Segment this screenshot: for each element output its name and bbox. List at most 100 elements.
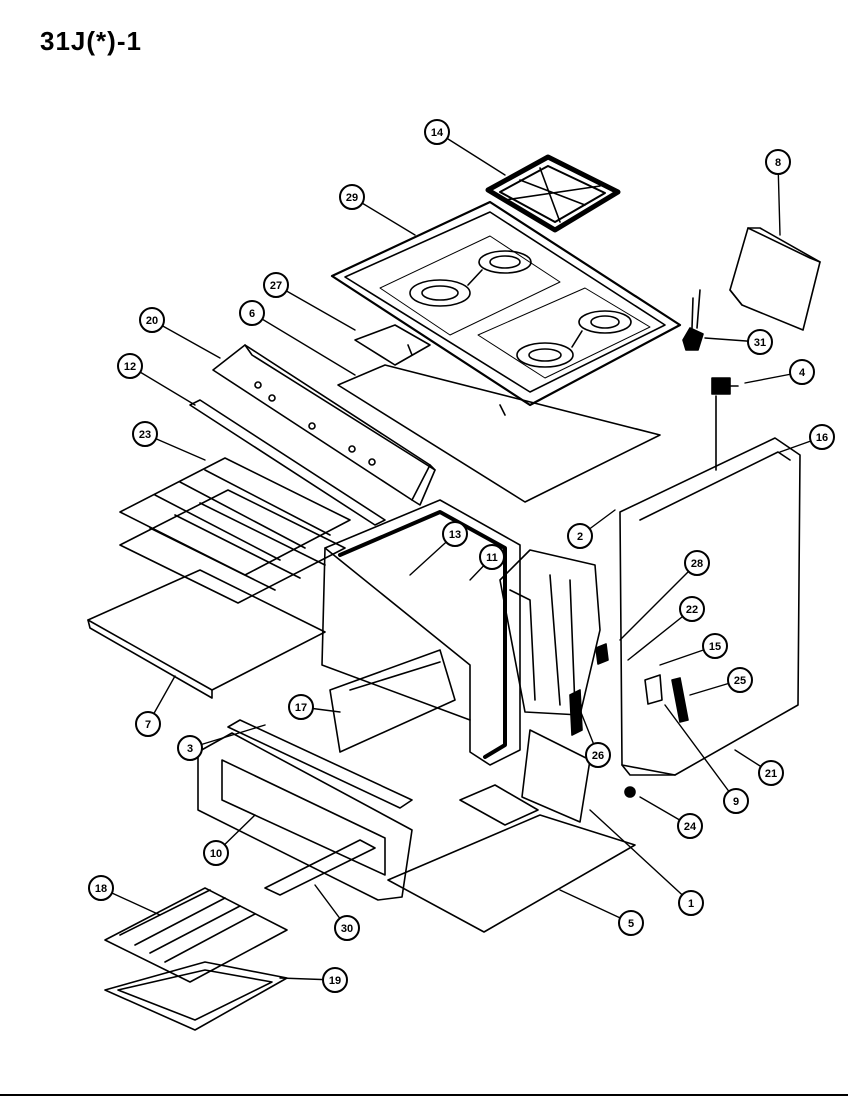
callout-leader-line [189,724,266,749]
callout-number: 15 [709,641,721,653]
callout-10: 10 [203,814,256,866]
callout-circle [702,633,728,659]
oven-racks-part [119,457,351,604]
baffle-part [329,649,456,753]
callout-number: 24 [684,821,697,833]
callout-circle [139,307,165,333]
callout-19: 19 [279,967,348,993]
callout-number: 14 [431,127,444,139]
callout-circle [239,300,265,326]
callout-circle [618,910,644,936]
front-rail-part [227,719,413,809]
callout-circle [747,329,773,355]
drawer-front-part [197,732,413,901]
callout-number: 16 [816,432,828,444]
callout-13: 13 [409,521,468,576]
control-panel-part [212,344,436,506]
callout-16: 16 [779,424,835,453]
callout-circle [789,359,815,385]
callout-26: 26 [579,709,611,768]
page-title: 31J(*)-1 [40,26,142,56]
oven-bottom-part [87,569,326,699]
callout-number: 25 [734,675,746,687]
side-panel-part [619,437,801,776]
callout-circle [203,840,229,866]
callout-number: 28 [691,558,703,570]
panel-rail-part [189,399,386,526]
callout-number: 8 [775,157,781,169]
callout-circle [684,550,710,576]
callout-4: 4 [744,359,815,385]
callout-circle [135,711,161,737]
callout-number: 2 [577,531,583,543]
callout-20: 20 [139,307,221,359]
drip-tray-part [104,961,288,1031]
callout-3: 3 [177,724,266,761]
callout-30: 30 [314,884,360,941]
callout-31: 31 [704,329,773,355]
callout-number: 30 [341,923,353,935]
callout-17: 17 [288,694,341,720]
switch-part [711,377,739,471]
callout-circle [334,915,360,941]
callout-leader-line [619,562,698,641]
callout-21: 21 [734,749,784,786]
callout-number: 1 [688,898,694,910]
callout-circle [339,184,365,210]
callout-circle [132,421,158,447]
callout-18: 18 [88,875,161,916]
callout-circle [585,742,611,768]
callout-leader-line [589,809,692,904]
callout-6: 6 [239,300,356,376]
callout-circle [479,544,505,570]
callout-1: 1 [589,809,704,916]
callout-29: 29 [339,184,416,236]
callout-circle [88,875,114,901]
callout-number: 12 [124,361,136,373]
callout-number: 6 [249,308,255,320]
callout-circle [288,694,314,720]
callout-circle [723,788,749,814]
callout-circle [758,760,784,786]
callout-number: 13 [449,529,461,541]
callout-15: 15 [659,633,728,666]
callout-number: 29 [346,192,358,204]
burner-grate-part [485,154,621,233]
callout-8: 8 [765,149,791,236]
callout-number: 23 [139,429,151,441]
callout-24: 24 [639,796,703,839]
bottom-border-line [0,1094,848,1096]
callout-circle [678,890,704,916]
callout-number: 22 [686,604,698,616]
callout-number: 19 [329,975,341,987]
callout-23: 23 [132,421,206,461]
callout-circle [567,523,593,549]
callout-11: 11 [469,544,505,581]
callout-9: 9 [664,704,749,814]
callout-circle [117,353,143,379]
cooktop-part [330,200,682,407]
callout-circle [765,149,791,175]
callout-28: 28 [619,550,710,641]
broiler-pan-part [104,887,288,983]
callout-12: 12 [117,353,196,406]
callout-number: 27 [270,280,282,292]
oven-liner-part [321,499,521,766]
ignitor-part [682,289,704,351]
callout-number: 26 [592,750,604,762]
base-pan-part [387,814,636,933]
callout-circle [263,272,289,298]
callout-number: 20 [146,315,158,327]
insulation-part [499,549,601,716]
drawer-slide-part [264,839,376,896]
callout-number: 10 [210,848,222,860]
callout-number: 4 [799,367,806,379]
callout-number: 5 [628,918,634,930]
callout-27: 27 [263,272,356,331]
callout-14: 14 [424,119,506,176]
callout-number: 31 [754,337,766,349]
callout-5: 5 [559,889,644,936]
callout-number: 7 [145,719,151,731]
callout-circle [322,967,348,993]
